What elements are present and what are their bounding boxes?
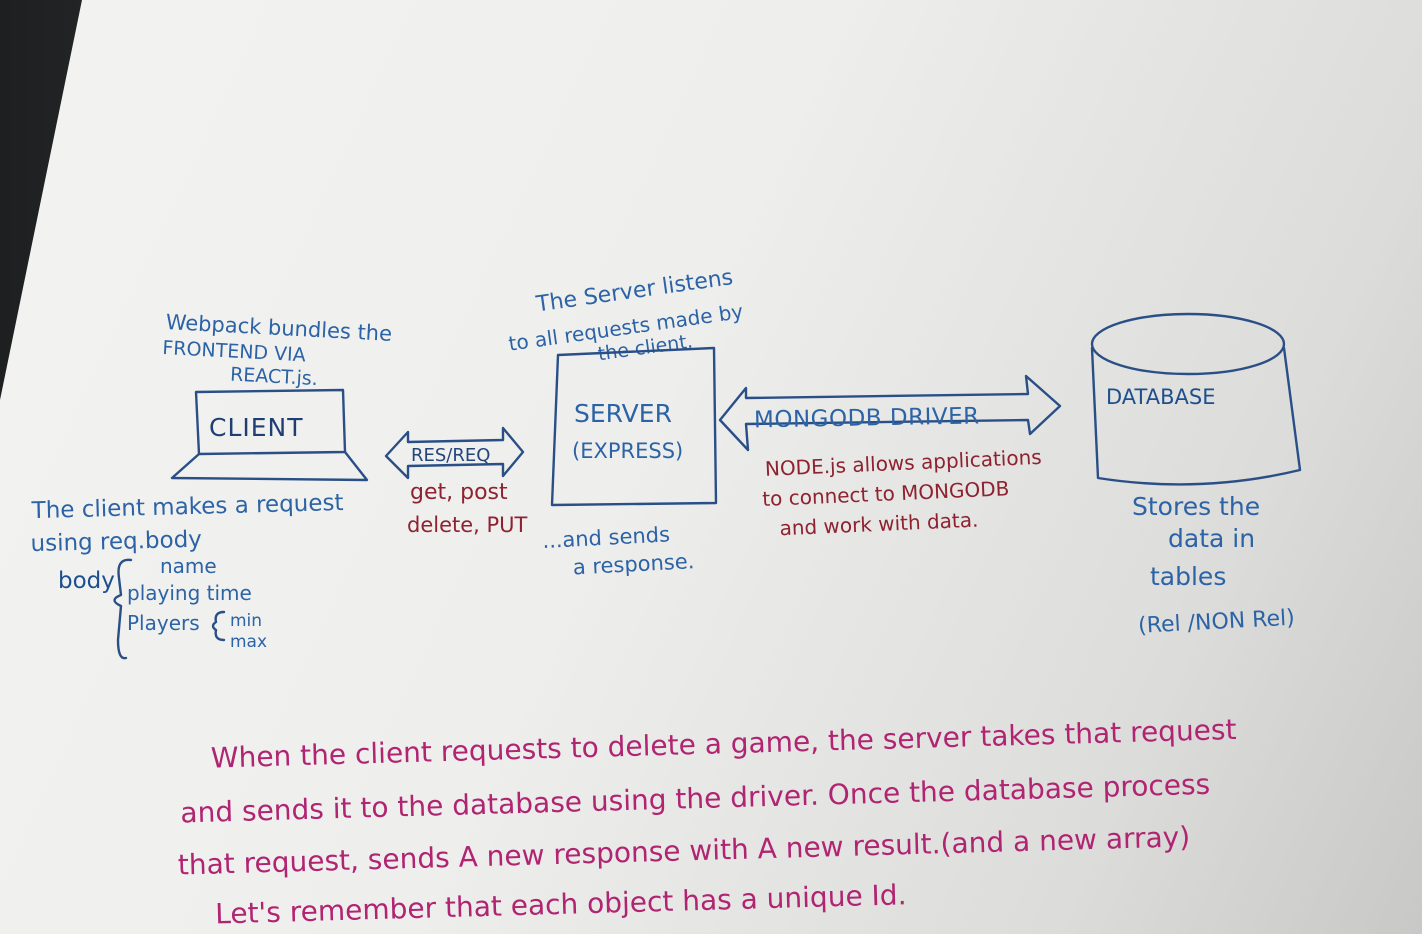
players-max: max [230,632,267,652]
driver-note-line-2: to connect to MONGODB [762,476,1010,511]
database-note-line-3: tables [1150,562,1226,591]
client-note: Webpack bundles the FRONTEND VIA REACT.j… [162,310,393,391]
body-field-playing-time: playing time [127,581,252,605]
summary-line-3: that request, sends A new response with … [177,820,1190,881]
database-label: DATABASE [1106,385,1215,409]
summary-line-1: When the client requests to delete a gam… [210,713,1236,775]
client-request-line-1: The client makes a request [30,490,343,524]
summary-line-4: Let's remember that each object has a un… [215,878,907,930]
server-response-note: ...and sends a response. [542,522,695,579]
body-brace-shape [113,558,133,660]
server-sub-label: (EXPRESS) [572,439,683,463]
res-req-label: RES/REQ [411,445,490,466]
server-box-shape [550,346,718,507]
server-note: The Server listens to all requests made … [507,265,745,365]
request-body-fields: body name playing time Players min max [58,554,267,660]
driver-note: NODE.js allows applications to connect t… [762,445,1042,541]
driver-note-line-3: and work with data. [779,508,979,541]
summary-line-2: and sends it to the database using the d… [180,768,1211,830]
summary-note: When the client requests to delete a gam… [177,713,1237,931]
double-arrow-shape [384,426,525,480]
players-min: min [230,611,262,631]
driver-note-line-1: NODE.js allows applications [764,445,1042,481]
players-brace-shape [211,610,226,642]
database-note-line-4: (Rel /NON Rel) [1138,606,1296,639]
body-field-name: name [160,554,217,578]
client-laptop-icon: CLIENT [170,388,369,482]
server-box: SERVER (EXPRESS) [550,346,718,507]
http-methods-note: get, post delete, PUT [407,480,528,537]
response-line-1: ...and sends [542,522,671,553]
database-cylinder-icon: DATABASE [1090,312,1302,486]
database-note: Stores the data in tables (Rel /NON Rel) [1132,492,1295,639]
database-body-shape [1090,346,1302,486]
body-field-players: Players [127,611,200,635]
client-note-line-2: FRONTEND VIA [162,337,306,366]
driver-arrow-shape [718,374,1062,452]
methods-line-2: delete, PUT [407,513,528,537]
driver-label: MONGODB DRIVER [754,403,980,433]
laptop-base-shape [170,450,369,482]
body-label: body [58,568,115,594]
database-note-line-2: data in [1168,524,1255,553]
mongodb-driver-arrow-icon: MONGODB DRIVER [718,374,1062,452]
res-req-arrow-icon: RES/REQ [384,426,525,480]
database-note-line-1: Stores the [1132,492,1260,521]
client-request-note: The client makes a request using req.bod… [30,490,344,557]
server-label: SERVER [574,399,672,428]
methods-line-1: get, post [410,480,508,505]
client-note-line-3: REACT.js. [230,364,319,391]
response-line-2: a response. [572,549,695,579]
client-request-line-2: using req.body [30,527,202,557]
client-label: CLIENT [209,413,304,442]
database-top-shape [1090,312,1286,376]
